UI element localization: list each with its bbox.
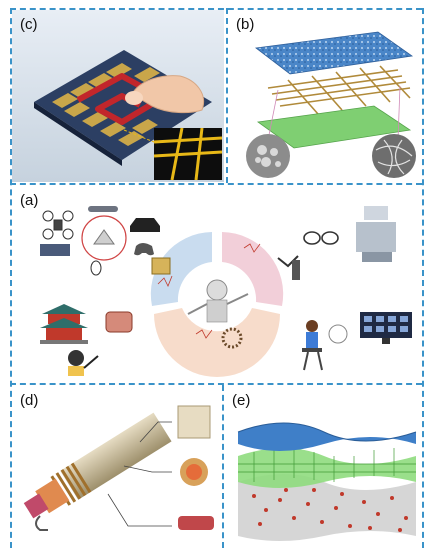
divider-right-frame [422,8,424,548]
panel-b: (b) [228,10,420,182]
divider-row-2 [10,383,422,385]
panel-c: (c) [12,10,224,182]
keyboard-icon [40,244,70,256]
ring-sector-left-icon [150,232,212,306]
drone-icon [42,210,74,240]
mouse-icon [90,260,102,276]
panel-label: (d) [20,392,39,409]
robot-icon [206,279,228,301]
ring-sector-right-icon [222,232,284,306]
divider-left-frame [10,8,12,548]
panel-a: (a) [12,186,420,382]
panel-label: (b) [236,16,255,33]
vr-glasses-icon [303,231,339,245]
surgery-robot-icon [356,206,396,262]
coaxial-fiber-icon [23,405,214,531]
wavy-laminate-icon [237,422,417,541]
car-icon [130,218,160,232]
panel-label: (c) [20,16,38,33]
ring-sector-bottom-icon [154,308,280,377]
seated-person-icon [302,320,348,371]
panel-e: (e) [224,386,420,548]
person-icon [68,350,99,376]
applications-overview [40,206,412,377]
divider-row-1 [10,183,422,185]
panel-d: (d) [12,386,220,548]
touch-sensor-array-icon [12,10,224,182]
panel-label: (a) [20,192,39,209]
chip-icon [105,311,133,333]
monitor-icon [360,312,412,344]
divider-bottom-split [222,385,224,548]
robot-icon [93,229,115,245]
submarine-icon [88,206,118,212]
divider-top-split [226,8,228,183]
temple-icon [40,304,88,344]
divider-top-frame [10,8,422,10]
panel-label: (e) [232,392,251,409]
layered-membrane-icon [246,31,416,178]
gamepad-icon [134,243,154,256]
